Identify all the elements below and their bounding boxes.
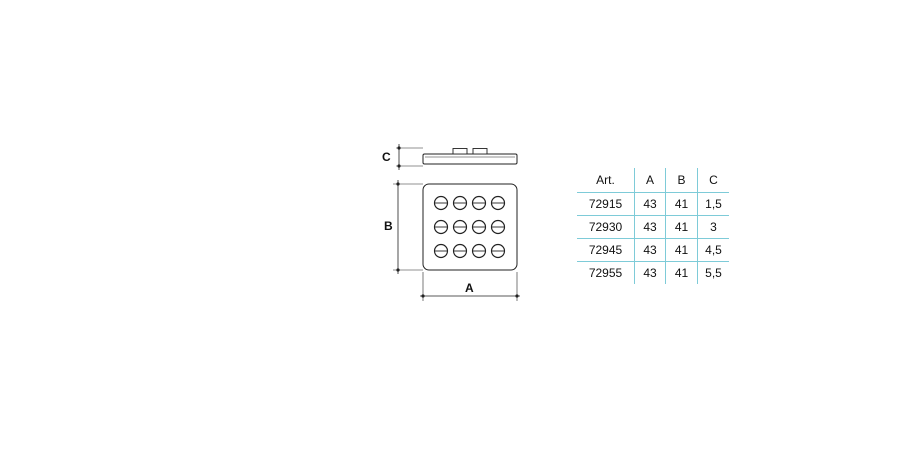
cell-c: 3 [697, 215, 729, 239]
cell-art: 72955 [588, 266, 623, 280]
technical-drawing: C B A [382, 144, 520, 301]
cell-b: 41 [665, 215, 698, 239]
cell-art: 72915 [588, 197, 623, 211]
cell-art: 72930 [588, 220, 623, 234]
header-art: Art. [596, 173, 615, 187]
table-row: 72955 43 41 5,5 [577, 261, 729, 284]
dimension-a-label: A [465, 281, 474, 295]
cell-art: 72945 [588, 243, 623, 257]
cell-b: 41 [665, 238, 698, 262]
header-c: C [697, 168, 729, 193]
hole-grid [433, 195, 506, 259]
dimension-c-label: C [382, 150, 391, 164]
dimension-b-label: B [384, 219, 393, 233]
table-header-row: Art. A B C [577, 168, 729, 193]
cell-c: 4,5 [697, 238, 729, 262]
cell-a: 43 [634, 261, 666, 284]
cell-a: 43 [634, 192, 666, 216]
cell-b: 41 [665, 192, 698, 216]
cell-a: 43 [634, 215, 666, 239]
cell-b: 41 [665, 261, 698, 284]
header-b: B [665, 168, 698, 193]
dimension-b: B [384, 180, 423, 274]
side-view [422, 148, 518, 165]
cell-c: 1,5 [697, 192, 729, 216]
cell-a: 43 [634, 238, 666, 262]
front-view [422, 183, 518, 271]
table-row: 72945 43 41 4,5 [577, 238, 729, 262]
cell-c: 5,5 [697, 261, 729, 284]
table-row: 72915 43 41 1,5 [577, 192, 729, 216]
dimension-a: A [420, 272, 520, 301]
dimension-c: C [382, 144, 423, 170]
table-row: 72930 43 41 3 [577, 215, 729, 239]
spec-table: Art. A B C 72915 43 41 1,5 72930 43 41 3… [577, 168, 729, 284]
header-a: A [634, 168, 666, 193]
